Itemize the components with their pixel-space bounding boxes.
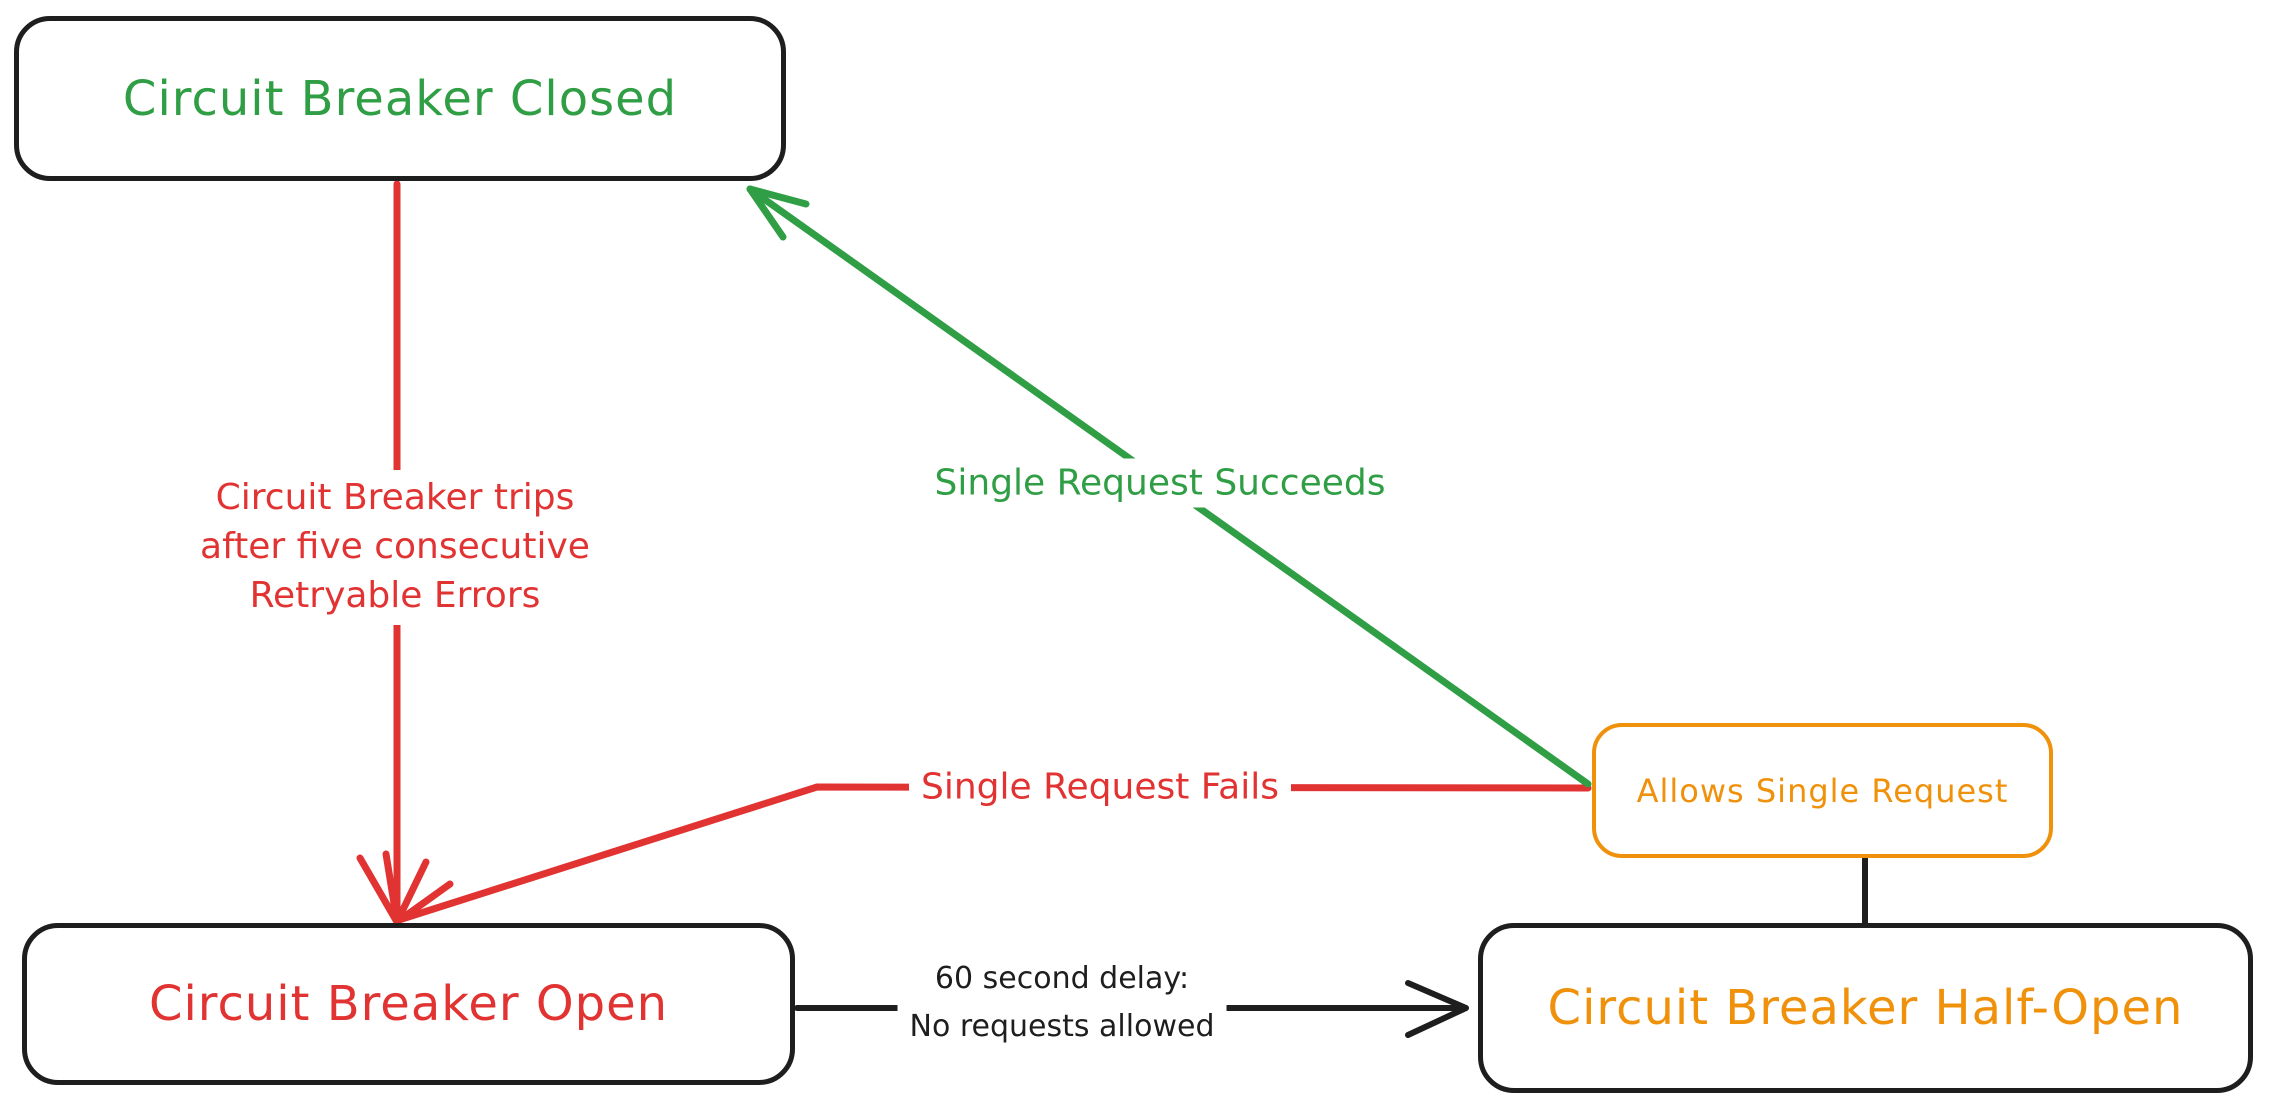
edge-label-delay: 60 second delay: No requests allowed [897,951,1227,1055]
node-half-open-label: Circuit Breaker Half-Open [1547,980,2184,1036]
edge-trips-arrowhead [356,850,401,926]
node-open-label: Circuit Breaker Open [148,976,669,1032]
edge-fails-line [398,783,1592,923]
edge-label-trips-line3: Retryable Errors [249,574,541,616]
edge-trips-arrowhead-extra [393,858,454,926]
edge-label-trips-line2: after five consecutive [200,525,590,567]
edge-delay-arrowhead [1405,980,1469,1038]
edge-label-delay-line1: 60 second delay: [934,961,1190,996]
node-circuit-breaker-open: Circuit Breaker Open [22,923,795,1085]
edge-label-trips: Circuit Breaker trips after five consecu… [188,470,602,625]
edge-label-trips-line1: Circuit Breaker trips [215,477,575,518]
node-closed-label: Circuit Breaker Closed [122,70,678,127]
node-allows-label: Allows Single Request [1636,771,2009,810]
edge-label-fails: Single Request Fails [908,762,1292,812]
node-circuit-breaker-closed: Circuit Breaker Closed [14,16,786,181]
node-circuit-breaker-half-open: Circuit Breaker Half-Open [1478,923,2253,1093]
edge-label-delay-line2: No requests allowed [909,1009,1215,1044]
edge-label-succeeds: Single Request Succeeds [922,458,1398,508]
node-allows-single-request: Allows Single Request [1592,723,2053,858]
edge-succeeds-arrowhead [746,185,810,241]
